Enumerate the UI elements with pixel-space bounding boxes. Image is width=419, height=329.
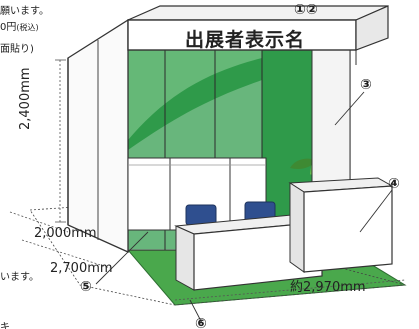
margin-text-4: います。	[0, 272, 39, 283]
leader-6	[189, 299, 203, 324]
margin-text-5: キ	[0, 322, 10, 329]
back-cabinet-1	[127, 157, 171, 231]
floor-outline	[29, 204, 406, 306]
approx-width-dimension-label: 約2,970mm	[290, 280, 366, 295]
front-counter-front	[175, 225, 195, 291]
leader-5	[95, 231, 149, 285]
margin-text-2: 0円(税込)	[0, 22, 39, 33]
showcase-side	[289, 182, 305, 273]
fascia-sign	[127, 19, 357, 51]
margin-text-1: 願います。	[0, 6, 49, 17]
leader-3	[334, 91, 365, 126]
callout-5: ⑤	[80, 279, 92, 295]
callout-4: ④	[388, 176, 400, 192]
width-dimension-label: 2,700mm	[50, 261, 113, 276]
width-dim-line	[21, 239, 111, 269]
back-wall-graphic	[128, 50, 262, 140]
callout-6: ⑥	[195, 316, 207, 329]
depth-dimension-label: 2,000mm	[34, 226, 97, 241]
leader-4	[359, 189, 393, 233]
right-side-wall	[311, 49, 351, 196]
exhibitor-name-sign: 出展者表示名	[185, 29, 306, 51]
callout-1-2: ①②	[294, 2, 318, 18]
callout-3: ③	[360, 77, 372, 93]
fascia-top	[127, 5, 389, 21]
height-dimension-label: 2,400mm	[18, 67, 33, 130]
fascia-end	[355, 5, 389, 51]
showcase-front	[303, 185, 393, 273]
approx-width-dim-line	[174, 279, 406, 301]
margin-text-3: 面貼り)	[0, 44, 34, 55]
